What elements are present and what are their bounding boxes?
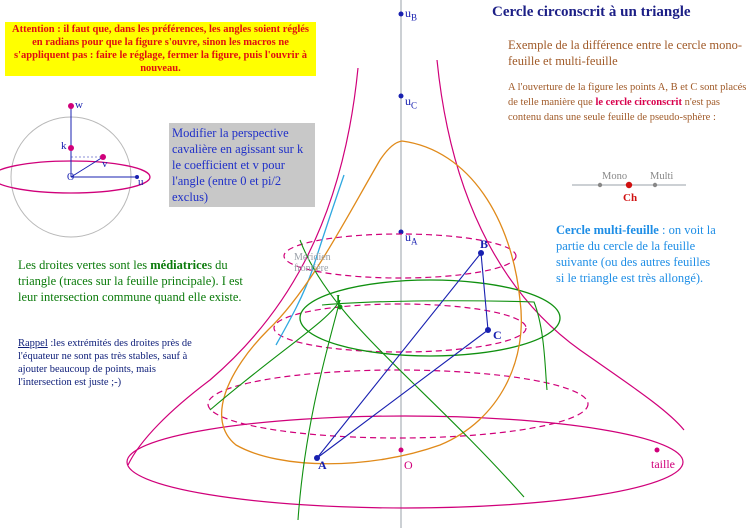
mediatrice-1: [299, 239, 525, 498]
slider-stop-left: [597, 182, 603, 188]
profile-left: [127, 67, 359, 466]
label-u: u: [138, 176, 144, 188]
label-k: k: [61, 140, 67, 152]
point-O: [398, 447, 404, 453]
circle-mono-feuille: [299, 279, 561, 357]
label-uC: uC: [405, 94, 418, 111]
point-uA: [398, 229, 404, 235]
point-k[interactable]: [68, 145, 74, 151]
point-uB: [398, 11, 404, 17]
multi-heading: Cercle multi-feuille: [556, 223, 659, 237]
label-B: B: [480, 237, 489, 251]
side-AC: [316, 329, 489, 459]
slider-label-multi: Multi: [650, 171, 674, 182]
label-C: C: [493, 328, 502, 342]
rappel-word: Rappel: [18, 338, 48, 349]
mono-multi-slider[interactable]: [572, 181, 686, 189]
mediatrice-2: [321, 300, 548, 391]
rappel-note: Rappel :les extrémités des droites près …: [18, 337, 208, 389]
mediatrice-4: [209, 299, 341, 411]
point-C[interactable]: [485, 327, 491, 333]
multi-body: : on voit la partie du cercle de la feui…: [556, 223, 716, 285]
point-B[interactable]: [478, 250, 484, 256]
slider-stop-right: [652, 182, 658, 188]
parallel-middle: [273, 303, 527, 353]
mediatrices-text: Les droites vertes sont les médiatrices …: [18, 257, 258, 305]
point-uC: [398, 93, 404, 99]
label-taille: taille: [651, 457, 675, 471]
point-v[interactable]: [100, 154, 106, 160]
label-O: O: [404, 458, 413, 472]
slider-label-mono: Mono: [602, 171, 628, 182]
droites-before: Les droites vertes sont les: [18, 258, 151, 272]
point-w[interactable]: [68, 103, 74, 109]
side-BC: [480, 252, 489, 331]
pseudosphere-surface: [126, 59, 685, 509]
parallel-upper: [283, 233, 517, 279]
multi-feuille-text: Cercle multi-feuille : on voit la partie…: [556, 222, 716, 286]
parallel-lower: [207, 369, 589, 439]
point-A[interactable]: [314, 455, 320, 461]
point-u: [135, 175, 139, 179]
mediatrice-3: [297, 299, 341, 521]
intro-text: Exemple de la différence entre le cercle…: [508, 38, 743, 68]
axis-v: [70, 156, 104, 178]
point-taille[interactable]: [654, 447, 660, 453]
label-origin-small: O: [67, 172, 75, 183]
label-w: w: [75, 99, 83, 111]
point-I: [337, 304, 343, 310]
label-A: A: [318, 458, 327, 472]
warning-banner: Attention : il faut que, dans les préfér…: [5, 22, 316, 76]
page-title: Cercle circonscrit à un triangle: [492, 4, 691, 20]
opening-note: A l'ouverture de la figure les points A,…: [508, 80, 748, 125]
label-uB: uB: [405, 6, 418, 23]
droites-bold: médiatrice: [150, 258, 208, 272]
profile-right: [436, 59, 685, 431]
note-highlight: le cercle circonscrit: [595, 97, 682, 108]
note-before: A l'ouverture de la figure les points A,…: [508, 82, 747, 108]
side-AB: [316, 252, 482, 459]
rappel-body: :les extrémités des droites près de l'éq…: [18, 338, 192, 388]
label-I: I: [336, 293, 341, 305]
triangle-ABC: [316, 252, 489, 459]
circle-multi-feuille: [220, 140, 522, 465]
slider-knob[interactable]: [625, 181, 633, 189]
equator-ellipse: [126, 415, 684, 509]
reference-sphere: [0, 103, 151, 238]
label-uA: uA: [405, 230, 418, 247]
perspective-instructions: Modifier la perspective cavalière en agi…: [169, 123, 315, 207]
mediatrices: [209, 239, 548, 521]
label-meridien-frontiere: Méridien frontière: [294, 252, 331, 274]
slider-value: Ch: [623, 192, 638, 204]
droites-after: s du triangle (traces sur la feuille pri…: [18, 258, 243, 304]
label-v: v: [102, 158, 108, 170]
note-after: n'est pas contenu dans une seule feuille…: [508, 97, 721, 123]
